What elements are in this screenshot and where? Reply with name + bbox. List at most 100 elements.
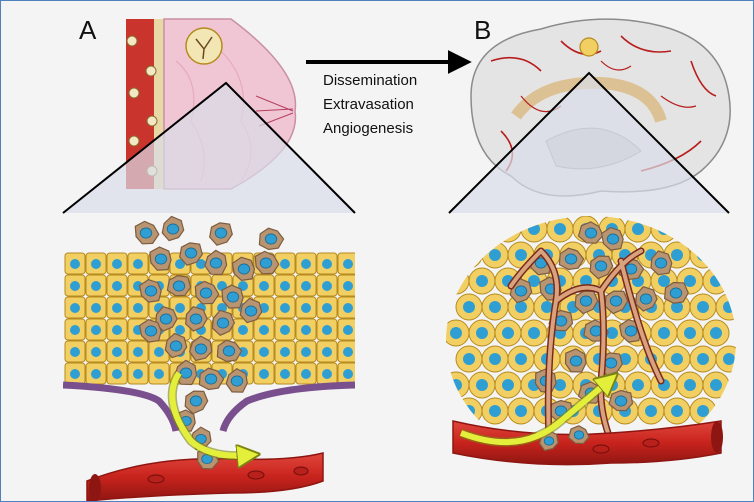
epithelial-cell <box>338 253 358 274</box>
parenchyma-cell <box>690 398 716 424</box>
nucleus <box>227 292 239 302</box>
nucleus <box>607 234 619 244</box>
epithelial-cell <box>317 297 337 318</box>
epithelial-cell <box>275 297 295 318</box>
nucleus <box>632 379 644 391</box>
nucleus <box>450 379 462 391</box>
nucleus <box>215 228 227 238</box>
nucleus <box>502 379 514 391</box>
nucleus <box>515 405 527 417</box>
nucleus <box>160 314 172 324</box>
parenchyma-cell <box>469 320 495 346</box>
nucleus <box>133 347 143 357</box>
nucleus <box>463 249 475 261</box>
nucleus <box>723 249 735 261</box>
nucleus <box>112 259 122 269</box>
epithelial-cell <box>296 297 316 318</box>
nucleus <box>91 303 101 313</box>
epithelial-cell <box>317 341 337 362</box>
panel-label-b: B <box>474 15 491 46</box>
epithelial-cell <box>86 253 106 274</box>
nucleus <box>322 325 332 335</box>
nucleus <box>210 258 222 268</box>
parenchyma-cell <box>651 320 677 346</box>
epithelial-cell <box>275 363 295 384</box>
nucleus <box>70 325 80 335</box>
nucleus <box>301 281 311 291</box>
parenchyma-cell <box>482 346 508 372</box>
nucleus <box>322 303 332 313</box>
nucleus <box>145 326 157 336</box>
nucleus <box>515 249 527 261</box>
nucleus <box>343 259 353 269</box>
nucleus <box>476 223 488 235</box>
brain-metastasis-nodule <box>580 38 598 56</box>
nucleus <box>658 223 670 235</box>
primary-tumor-nodule <box>186 28 222 64</box>
nucleus <box>463 301 475 313</box>
epithelial-cell <box>296 275 316 296</box>
nucleus <box>133 369 143 379</box>
epithelial-cell <box>296 341 316 362</box>
nucleus <box>167 224 179 234</box>
nucleus <box>343 369 353 379</box>
nucleus <box>450 327 462 339</box>
epithelial-cell <box>128 341 148 362</box>
epithelial-cell <box>275 319 295 340</box>
nucleus <box>565 254 577 264</box>
parenchyma-cell <box>677 372 703 398</box>
nucleus <box>580 296 592 306</box>
nucleus <box>154 347 164 357</box>
parenchyma-cell <box>703 216 729 242</box>
nucleus <box>450 223 462 235</box>
nucleus <box>280 347 290 357</box>
epithelial-cell <box>86 319 106 340</box>
parenchyma-cell <box>703 320 729 346</box>
nucleus <box>585 228 597 238</box>
nucleus <box>658 275 670 287</box>
epithelial-cell <box>65 297 85 318</box>
epithelial-cell <box>275 341 295 362</box>
tumor-cell <box>135 221 159 243</box>
basement-membrane-left <box>63 385 176 431</box>
nucleus <box>173 281 185 291</box>
parenchyma-cell <box>482 294 508 320</box>
nucleus <box>684 327 696 339</box>
nucleus <box>710 223 722 235</box>
parenchyma-cell <box>651 216 677 242</box>
parenchyma-cell <box>443 372 469 398</box>
nucleus <box>175 325 185 335</box>
tumor-cell <box>259 228 283 249</box>
nucleus <box>70 281 80 291</box>
tumor-cell <box>210 223 233 245</box>
nucleus <box>671 405 683 417</box>
parenchyma-cell <box>664 346 690 372</box>
nucleus <box>259 347 269 357</box>
tumor-cell <box>569 426 589 444</box>
nucleus <box>223 346 235 356</box>
nucleus <box>502 223 514 235</box>
nucleus <box>343 303 353 313</box>
nucleus <box>91 369 101 379</box>
nucleus <box>112 325 122 335</box>
nucleus <box>671 249 683 261</box>
nucleus <box>343 281 353 291</box>
parenchyma-cell <box>521 216 547 242</box>
epithelial-cell <box>338 297 358 318</box>
nucleus <box>615 396 627 406</box>
nucleus <box>185 248 197 258</box>
tumor-cell <box>665 283 689 304</box>
nucleus <box>489 353 501 365</box>
epithelial-cell <box>128 253 148 274</box>
nucleus <box>625 326 637 336</box>
nucleus <box>710 275 722 287</box>
nucleus <box>697 301 709 313</box>
parenchyma-cell <box>703 268 729 294</box>
nucleus <box>574 431 584 439</box>
epithelial-cell <box>86 297 106 318</box>
nucleus <box>343 347 353 357</box>
parenchyma-cell <box>456 346 482 372</box>
epithelial-cell <box>254 363 274 384</box>
nucleus <box>112 347 122 357</box>
nucleus <box>231 376 243 386</box>
